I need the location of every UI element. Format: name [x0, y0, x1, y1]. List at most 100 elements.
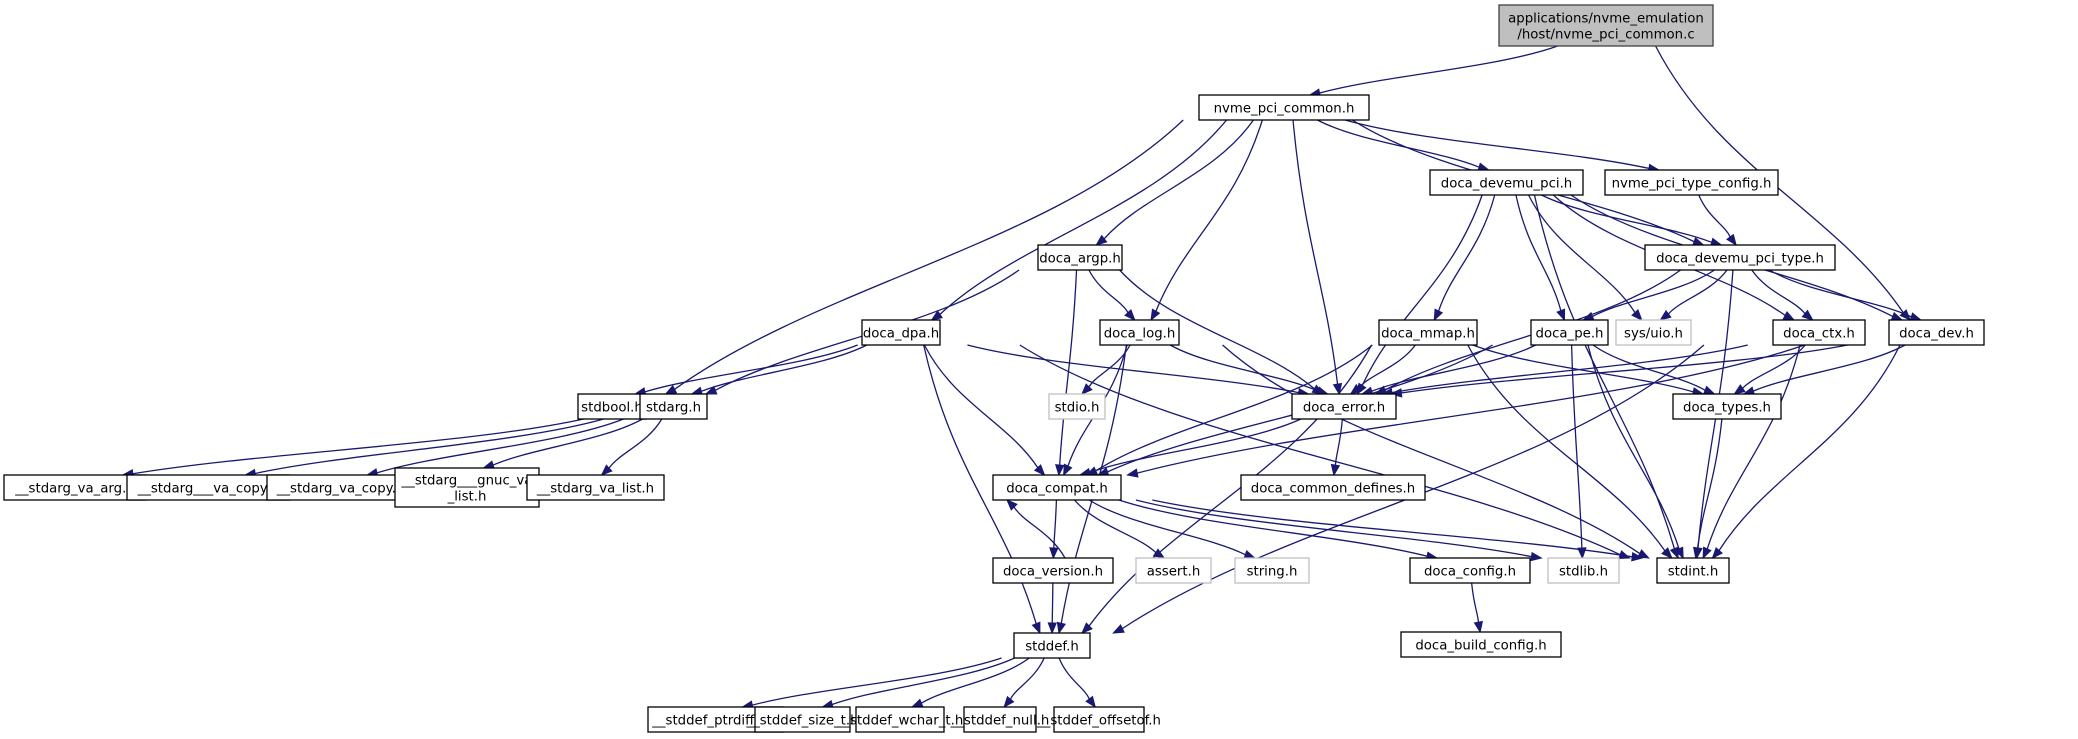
node-box: [992, 474, 1122, 501]
arrowhead-icon: [1661, 547, 1673, 559]
node-label: __stdarg_va_list.h: [536, 482, 654, 497]
arrowhead-icon: [1126, 468, 1139, 478]
node-nvme-pci-type-config-h[interactable]: nvme_pci_type_config.h: [1604, 169, 1779, 196]
node-stdarg---va-copy-h[interactable]: __stdarg___va_copy.h: [126, 474, 290, 501]
arrowhead-icon: [1330, 463, 1341, 477]
edge-line: [1137, 344, 1805, 474]
node-doca-devemu-pci-h[interactable]: doca_devemu_pci.h: [1429, 169, 1584, 196]
edge-line: [492, 418, 643, 466]
node-doca-compat-h[interactable]: doca_compat.h: [992, 474, 1122, 501]
edge-doca_argp_h-to-doca_log_h: [1088, 269, 1136, 321]
edge-doca_devemu_pci_type_h-to-doca_ctx_h: [1751, 269, 1814, 321]
edge-doca_version_h-to-stddef_h: [1047, 582, 1057, 635]
edge-line: [132, 418, 584, 475]
edge-line: [1696, 418, 1723, 549]
node-box: [1234, 557, 1310, 584]
edge-line: [1152, 499, 1633, 558]
node-label: applications/nvme_emulation: [1508, 12, 1704, 27]
node-stddef-h[interactable]: stddef.h: [1013, 632, 1091, 659]
edge-nvme_pci_common_h-to-doca_devemu_pci_h: [1317, 119, 1490, 172]
node-doca-build-config-h[interactable]: doca_build_config.h: [1400, 631, 1562, 658]
node-label: assert.h: [1147, 565, 1201, 580]
node-doca-common-defines-h[interactable]: doca_common_defines.h: [1240, 474, 1426, 501]
edge-line: [1769, 269, 1912, 318]
node-box: [754, 706, 851, 733]
edge-line: [1317, 119, 1480, 168]
edge-line: [1292, 119, 1339, 385]
node-doca-dev-h[interactable]: doca_dev.h: [1888, 319, 1985, 346]
edge-doca_devemu_pci_h-to-doca_devemu_pci_type_h: [1541, 194, 1723, 247]
arrowhead-icon: [1674, 546, 1684, 560]
edge-line: [1103, 119, 1254, 240]
node-label: doca_dpa.h: [863, 327, 939, 342]
node-stddef-wchar-t-h[interactable]: __stddef_wchar_t.h: [836, 706, 964, 733]
edge-line: [1742, 344, 1806, 389]
node-label: doca_devemu_pci.h: [1441, 177, 1572, 192]
edge-doca_dev_h-to-doca_compat_h: [1126, 344, 1805, 478]
node-label: string.h: [1247, 565, 1298, 580]
node-doca-devemu-pci-type-h[interactable]: doca_devemu_pci_type.h: [1644, 244, 1836, 271]
node-stddef-null-h[interactable]: __stddef_null.h: [950, 706, 1050, 733]
arrowhead-icon: [1530, 551, 1543, 562]
edge-doca_dev_h-to-stdint_h: [1711, 344, 1901, 560]
node-doca-log-h[interactable]: doca_log.h: [1099, 319, 1180, 346]
node-box: [1604, 169, 1779, 196]
node-box: [3, 474, 147, 501]
node-doca-error-h[interactable]: doca_error.h: [1291, 393, 1397, 420]
node-box: [1547, 557, 1620, 584]
node-stdarg-va-copy-h[interactable]: __stdarg_va_copy.h: [266, 474, 415, 501]
edge-line: [939, 119, 1228, 315]
node-doca-types-h[interactable]: doca_types.h: [1672, 393, 1782, 420]
node-stdarg-va-list-h[interactable]: __stdarg_va_list.h: [526, 474, 665, 501]
edge-line: [1718, 344, 1901, 551]
edge-doca_mmap_h-to-stdint_h: [1467, 344, 1673, 559]
node-stdint-h[interactable]: stdint.h: [1656, 557, 1730, 584]
node-stddef-size-t-h[interactable]: __stddef_size_t.h: [745, 706, 859, 733]
edge-line: [923, 344, 1039, 469]
node-box: [526, 474, 665, 501]
edge-line: [644, 344, 858, 393]
node-stdarg---gnuc-va-list-h[interactable]: __stdarg___gnuc_va_list.h: [394, 467, 540, 508]
node-string-h: string.h: [1234, 557, 1310, 584]
node-doca-version-h[interactable]: doca_version.h: [992, 557, 1114, 584]
node-doca-dpa-h[interactable]: doca_dpa.h: [861, 319, 941, 346]
node-doca-argp-h[interactable]: doca_argp.h: [1037, 244, 1123, 271]
edge-doca_pe_h-to-stdint_h: [1587, 344, 1684, 560]
node-doca-pe-h[interactable]: doca_pe.h: [1530, 319, 1609, 346]
node-stdbool-h[interactable]: stdbool.h: [577, 393, 647, 420]
edge-line: [608, 418, 663, 469]
node-stdarg-va-arg-h[interactable]: __stdarg_va_arg.h: [3, 474, 147, 501]
edge-stdarg_h-to-stdarg_va_list_h: [600, 418, 663, 476]
edges-layer: [121, 45, 1923, 710]
node-box: [855, 706, 945, 733]
node-box: [1409, 557, 1531, 584]
edge-doca_mmap_h-to-stddef_h: [1081, 344, 1373, 634]
arrowhead-icon: [1124, 309, 1136, 321]
arrowhead-icon: [1033, 464, 1046, 476]
node-doca-config-h[interactable]: doca_config.h: [1409, 557, 1531, 584]
node-stddef-offsetof-h[interactable]: __stddef_offsetof.h: [1036, 706, 1161, 733]
edge-doca_log_h-to-doca_error_h: [1169, 344, 1329, 396]
edge-line: [1391, 344, 1748, 394]
arrowhead-icon: [1243, 550, 1257, 560]
edge-line: [1088, 269, 1129, 313]
edge-line: [1013, 506, 1066, 559]
node-stdarg-h[interactable]: stdarg.h: [639, 393, 708, 420]
edge-doca_config_h-to-doca_build_config_h: [1471, 582, 1484, 634]
edge-line: [1059, 269, 1078, 466]
node-box: [394, 467, 540, 508]
node-label: __stddef_size_t.h: [745, 714, 858, 729]
node-doca-ctx-h[interactable]: doca_ctx.h: [1772, 319, 1866, 346]
node-doca-mmap-h[interactable]: doca_mmap.h: [1378, 319, 1478, 346]
node-label: doca_config.h: [1424, 565, 1516, 580]
node-nvme-pci-common-h[interactable]: nvme_pci_common.h: [1198, 94, 1370, 121]
node-label: stdarg.h: [646, 401, 701, 416]
edge-line: [1058, 657, 1090, 700]
edge-doca_argp_h-to-doca_compat_h: [1055, 269, 1078, 477]
arrowhead-icon: [1693, 546, 1703, 560]
edge-doca_compat_h-to-string_h: [1088, 499, 1257, 560]
edge-doca_compat_h-to-doca_version_h: [1049, 499, 1059, 560]
node-box: [1672, 393, 1782, 420]
edge-line: [1222, 344, 1641, 555]
